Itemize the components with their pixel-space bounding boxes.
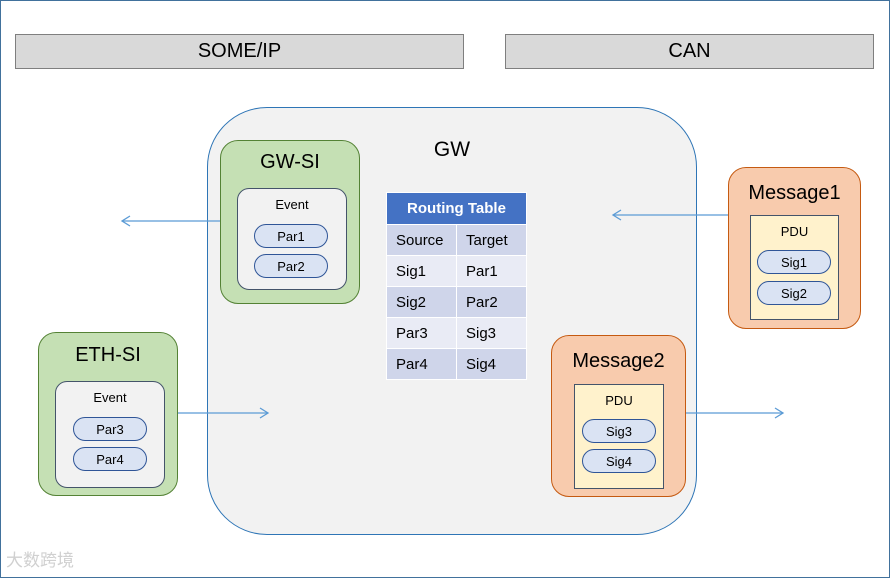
eth-si-title: ETH-SI: [75, 344, 141, 366]
message1-pdu-label: PDU: [780, 224, 809, 239]
message1-title: Message1: [748, 182, 841, 204]
gateway-title: GW: [433, 138, 471, 161]
gw-si-event-label: Event: [275, 197, 309, 212]
table-cell: Par4: [386, 348, 457, 380]
eth-si-param-pill: Par4: [73, 447, 147, 471]
message2-pdu-label: PDU: [605, 393, 633, 408]
eth-si-event-label: Event: [93, 390, 127, 405]
table-cell: Sig3: [456, 317, 527, 349]
watermark: 大数跨境: [6, 551, 74, 570]
message1-box: Message1 PDU Sig1 Sig2: [728, 167, 861, 329]
message2-signal-pill: Sig3: [582, 419, 656, 443]
someip-header: SOME/IP: [15, 34, 464, 69]
message2-pdu-box: PDU Sig3 Sig4: [574, 384, 664, 489]
arrow-message2-out: [686, 407, 785, 419]
table-cell: Sig4: [456, 348, 527, 380]
arrow-eth-si-in: [178, 407, 270, 419]
message2-title: Message2: [572, 350, 665, 372]
routing-table-header-source: Source: [386, 224, 457, 256]
table-row: Sig1 Par1: [386, 255, 527, 287]
table-row: Par4 Sig4: [386, 348, 527, 380]
message2-signal-pill: Sig4: [582, 449, 656, 473]
message1-pdu-box: PDU Sig1 Sig2: [750, 215, 839, 320]
table-cell: Par2: [456, 286, 527, 318]
gw-si-param-pill: Par1: [254, 224, 328, 248]
gw-si-event-box: Event Par1 Par2: [237, 188, 347, 290]
gw-si-box: GW-SI Event Par1 Par2: [220, 140, 360, 304]
message1-signal-pill: Sig1: [757, 250, 831, 274]
arrow-gw-si-out: [120, 215, 220, 227]
table-cell: Sig2: [386, 286, 457, 318]
eth-si-param-pill: Par3: [73, 417, 147, 441]
table-cell: Par1: [456, 255, 527, 287]
message1-signal-pill: Sig2: [757, 281, 831, 305]
gw-si-param-pill: Par2: [254, 254, 328, 278]
arrow-message1-in: [611, 209, 728, 221]
table-cell: Sig1: [386, 255, 457, 287]
table-row: Sig2 Par2: [386, 286, 527, 318]
can-header: CAN: [505, 34, 874, 69]
routing-table-header-target: Target: [456, 224, 527, 256]
gw-si-title: GW-SI: [260, 151, 320, 173]
routing-table: Routing Table Source Target Sig1 Par1 Si…: [386, 192, 527, 380]
eth-si-box: ETH-SI Event Par3 Par4: [38, 332, 178, 496]
eth-si-event-box: Event Par3 Par4: [55, 381, 165, 488]
message2-box: Message2 PDU Sig3 Sig4: [551, 335, 686, 497]
